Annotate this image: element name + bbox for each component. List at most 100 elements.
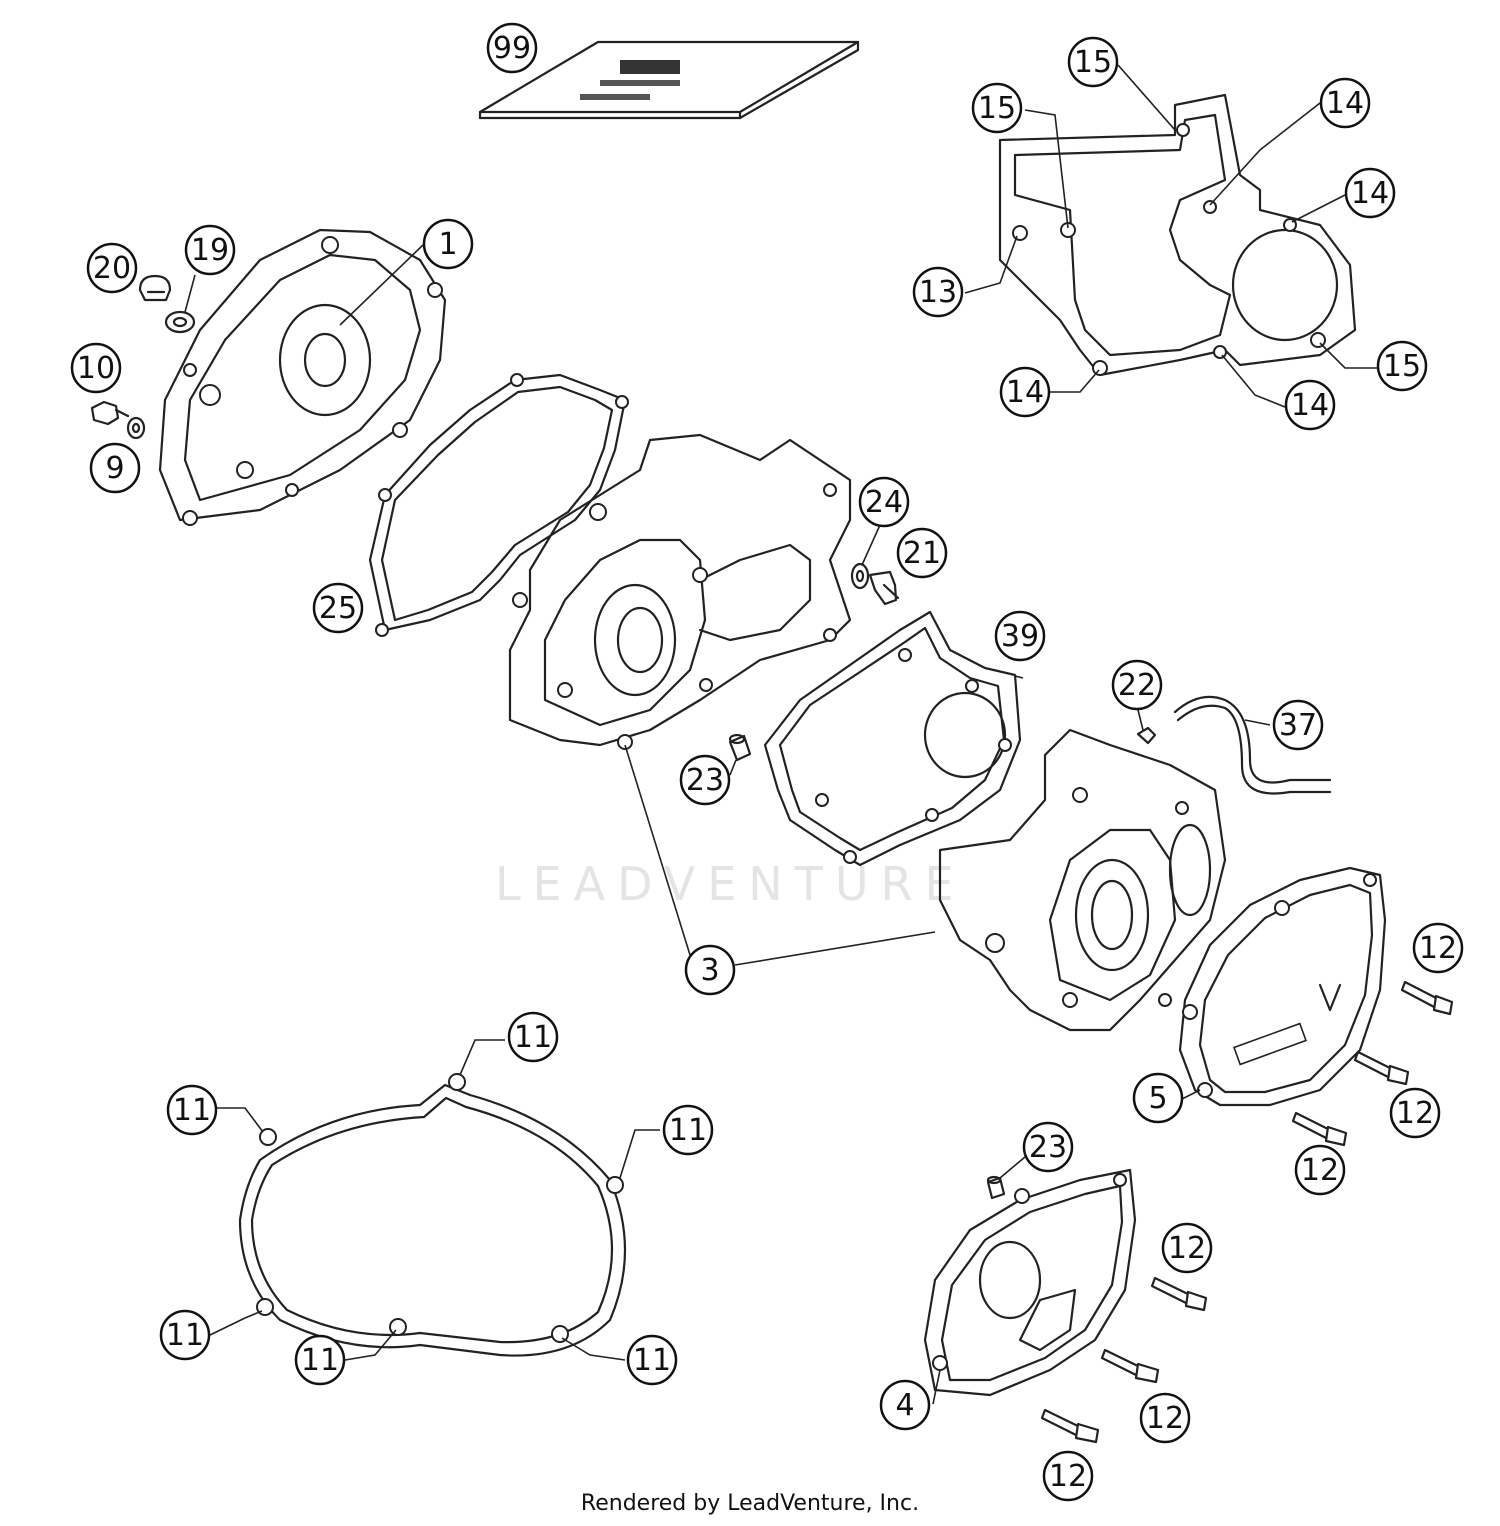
callout-number: 25 — [319, 591, 357, 626]
callout-number: 11 — [173, 1093, 211, 1128]
callout-24: 24 — [858, 476, 910, 528]
callout-9: 9 — [89, 442, 141, 494]
callout-circle — [1344, 167, 1396, 219]
callout-11: 11 — [507, 1011, 559, 1063]
part-clutch-cover — [158, 228, 447, 526]
callout-number: 12 — [1419, 931, 1457, 966]
callout-circle — [1389, 1087, 1441, 1139]
callout-circle — [184, 224, 236, 276]
callout-99: 99 — [486, 22, 538, 74]
callout-19: 19 — [184, 224, 236, 276]
callout-number: 12 — [1396, 1096, 1434, 1131]
callout-11: 11 — [166, 1084, 218, 1136]
callout-circle — [1139, 1392, 1191, 1444]
callout-number: 12 — [1049, 1459, 1087, 1494]
callout-number: 11 — [633, 1343, 671, 1378]
callout-number: 11 — [166, 1318, 204, 1353]
callout-14: 14 — [1319, 77, 1371, 129]
callout-37: 37 — [1272, 699, 1324, 751]
part-bolt-12b — [1353, 1050, 1410, 1086]
callout-12: 12 — [1389, 1087, 1441, 1139]
callout-number: 12 — [1301, 1153, 1339, 1188]
callout-circle — [1067, 36, 1119, 88]
part-bolt-12f — [1040, 1408, 1100, 1444]
part-cylinder-base-gasket — [998, 93, 1357, 377]
leader-lines — [184, 64, 1378, 1405]
callout-circle — [1284, 379, 1336, 431]
part-clip-22 — [1136, 726, 1157, 745]
callout-number: 14 — [1351, 176, 1389, 211]
callout-circle — [912, 266, 964, 318]
part-bolt-12c — [1291, 1111, 1348, 1147]
part-washer-24 — [850, 562, 870, 590]
callout-number: 11 — [514, 1020, 552, 1055]
part-crankcase-left — [508, 433, 852, 750]
callout-circle — [1376, 340, 1428, 392]
callout-circle — [1319, 77, 1371, 129]
callout-number: 11 — [301, 1343, 339, 1378]
callout-number: 12 — [1168, 1231, 1206, 1266]
callout-number: 15 — [1383, 349, 1421, 384]
callout-22: 22 — [1111, 659, 1163, 711]
callout-circle — [1111, 659, 1163, 711]
callout-circle — [684, 944, 736, 996]
callout-4: 4 — [879, 1379, 931, 1431]
callout-circle — [999, 366, 1051, 418]
callout-12: 12 — [1139, 1392, 1191, 1444]
part-washer-9 — [126, 416, 146, 440]
callout-number: 37 — [1279, 708, 1317, 743]
callout-12: 12 — [1294, 1144, 1346, 1196]
callout-circle — [662, 1104, 714, 1156]
callout-number: 10 — [77, 351, 115, 386]
callout-13: 13 — [912, 266, 964, 318]
callout-number: 39 — [1001, 619, 1039, 654]
part-bolt-12a — [1400, 980, 1454, 1016]
callout-1: 1 — [422, 218, 474, 270]
callout-circle — [879, 1379, 931, 1431]
callout-number: 9 — [105, 451, 124, 486]
callout-11: 11 — [662, 1104, 714, 1156]
watermark-text: LEADVENTURE — [495, 857, 966, 911]
callout-5: 5 — [1132, 1072, 1184, 1124]
callout-15: 15 — [971, 82, 1023, 134]
callout-20: 20 — [86, 242, 138, 294]
callout-25: 25 — [312, 582, 364, 634]
callout-circle — [896, 527, 948, 579]
callout-number: 21 — [903, 536, 941, 571]
part-clutch-cover-gasket — [368, 373, 629, 637]
callout-circle — [858, 476, 910, 528]
callout-number: 19 — [191, 233, 229, 268]
callout-number: 22 — [1118, 668, 1156, 703]
part-dowel-23a — [728, 733, 752, 762]
callout-circle — [422, 218, 474, 270]
callout-3: 3 — [684, 944, 736, 996]
callout-14: 14 — [999, 366, 1051, 418]
callout-11: 11 — [159, 1309, 211, 1361]
callout-number: 13 — [919, 275, 957, 310]
callout-number: 5 — [1148, 1081, 1167, 1116]
footer-credit: Rendered by LeadVenture, Inc. — [581, 1491, 919, 1516]
callout-21: 21 — [896, 527, 948, 579]
callout-14: 14 — [1284, 379, 1336, 431]
callout-circle — [1412, 922, 1464, 974]
callout-15: 15 — [1067, 36, 1119, 88]
callout-circle — [312, 582, 364, 634]
callout-circle — [679, 754, 731, 806]
callout-number: 4 — [895, 1388, 914, 1423]
part-crankcase-right — [938, 728, 1227, 1032]
callout-number: 14 — [1006, 375, 1044, 410]
callout-number: 15 — [978, 91, 1016, 126]
part-manual-booklet — [478, 40, 860, 120]
part-water-pump-cover — [923, 1168, 1137, 1397]
callout-number: 3 — [700, 953, 719, 988]
callout-circle — [1022, 1121, 1074, 1173]
callout-circle — [1161, 1222, 1213, 1274]
callout-14: 14 — [1344, 167, 1396, 219]
callout-12: 12 — [1161, 1222, 1213, 1274]
part-crankcase-gasket — [763, 610, 1022, 867]
callout-circle — [507, 1011, 559, 1063]
part-o-ring-19 — [164, 310, 196, 334]
callout-circle — [971, 82, 1023, 134]
